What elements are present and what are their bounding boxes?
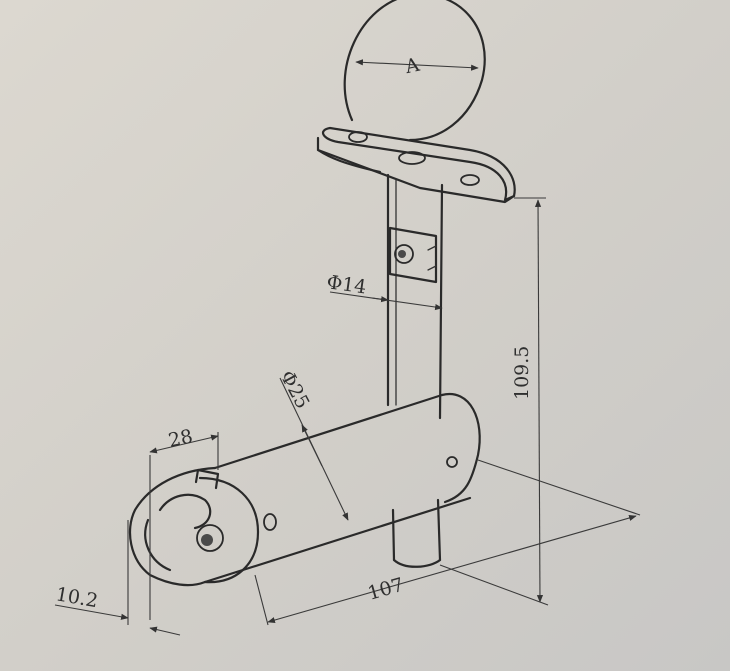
plate-hole-left bbox=[348, 131, 368, 143]
ellipse-label: A bbox=[402, 54, 421, 79]
vertical-tube bbox=[386, 173, 444, 420]
dim-saddle-width: 28 bbox=[149, 425, 219, 620]
svg-text:Φ14: Φ14 bbox=[325, 271, 367, 298]
dim-total-height: 109.5 bbox=[439, 197, 549, 606]
dim-tube-diameter: Φ14 bbox=[325, 271, 443, 311]
mounting-plate bbox=[316, 126, 516, 204]
plate-hole-right bbox=[460, 174, 480, 186]
plate-hole-center bbox=[398, 151, 426, 165]
svg-text:109.5: 109.5 bbox=[511, 346, 533, 400]
handrail-ellipse: A bbox=[343, 0, 486, 142]
svg-text:28: 28 bbox=[166, 425, 194, 452]
